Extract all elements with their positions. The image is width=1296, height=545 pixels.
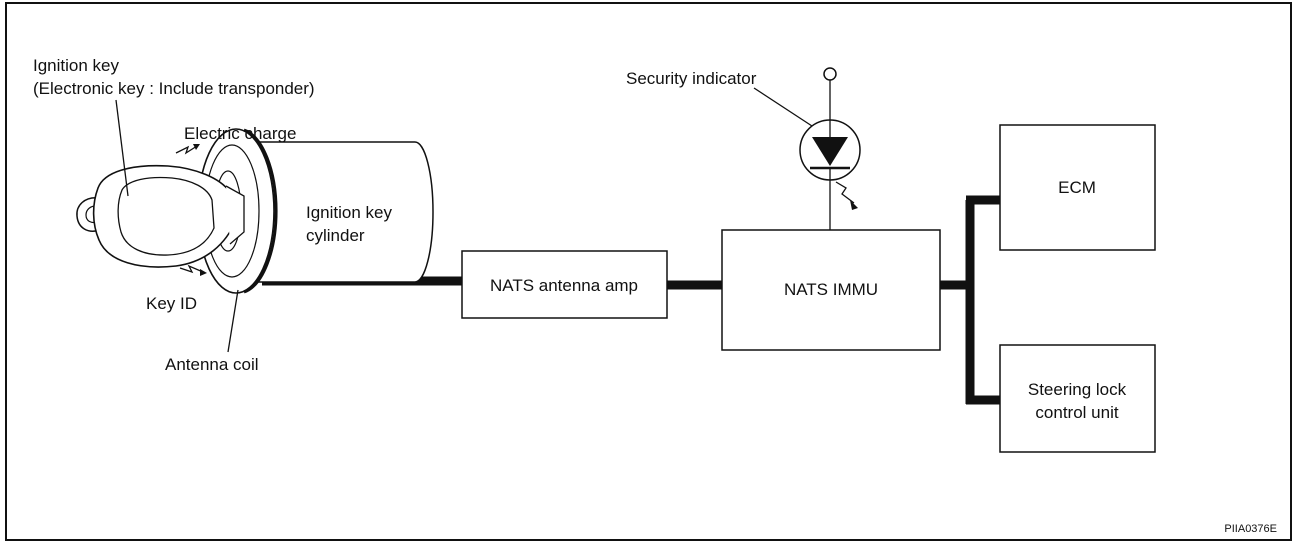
steering-lock-label-line2: control unit [1035, 403, 1118, 422]
electric-charge-arrowhead [193, 144, 200, 150]
electronic-key-label: (Electronic key : Include transponder) [33, 79, 315, 98]
antenna-coil-ring [243, 128, 278, 294]
security-indicator-leader [753, 87, 813, 127]
key-head [92, 164, 237, 268]
ecm-label: ECM [1058, 178, 1096, 197]
nats-immu-block: NATS IMMU [721, 229, 941, 351]
led-light-arrowhead [850, 200, 858, 210]
steering-lock-control-unit-block: Steering lock control unit [999, 344, 1156, 453]
ignition-key-label: Ignition key [33, 56, 119, 75]
led-light-arrow [835, 181, 855, 204]
security-indicator-led [799, 67, 861, 230]
text-labels: Ignition key (Electronic key : Include t… [33, 56, 1277, 535]
key-id-arrow [179, 264, 204, 274]
ecm-box [999, 124, 1156, 251]
ignition-key [76, 164, 245, 268]
nats-antenna-amp-label: NATS antenna amp [490, 276, 638, 295]
key-ring-hole [85, 205, 100, 224]
key-head-panel [117, 176, 215, 256]
nats-antenna-amp-block: NATS antenna amp [461, 250, 668, 319]
steering-lock-label-line1: Steering lock [1028, 380, 1127, 399]
antenna-coil-leader [227, 289, 239, 353]
electric-charge-arrow [175, 145, 198, 155]
steering-lock-box [999, 344, 1156, 453]
cylinder-label-line2: cylinder [306, 226, 365, 245]
signal-arrows [175, 144, 207, 276]
figure-code: PIIA0376E [1224, 523, 1277, 535]
key-id-label: Key ID [146, 294, 197, 313]
ecm-block: ECM [999, 124, 1156, 251]
electric-charge-label: Electric charge [184, 124, 296, 143]
key-id-arrowhead [200, 269, 207, 276]
leader-lines [115, 87, 813, 353]
security-indicator-label: Security indicator [626, 69, 757, 88]
cylinder-label-line1: Ignition key [306, 203, 392, 222]
ignition-key-leader [115, 99, 129, 197]
nats-immu-box [721, 229, 941, 351]
indicator-supply-terminal [823, 67, 837, 81]
nats-antenna-amp-box [461, 250, 668, 319]
antenna-coil-label: Antenna coil [165, 355, 259, 374]
key-shank [225, 185, 245, 245]
key-ring-loop [76, 197, 101, 232]
cylinder-body [235, 141, 434, 283]
led-diode-triangle [812, 137, 848, 166]
nats-immu-label: NATS IMMU [784, 280, 878, 299]
